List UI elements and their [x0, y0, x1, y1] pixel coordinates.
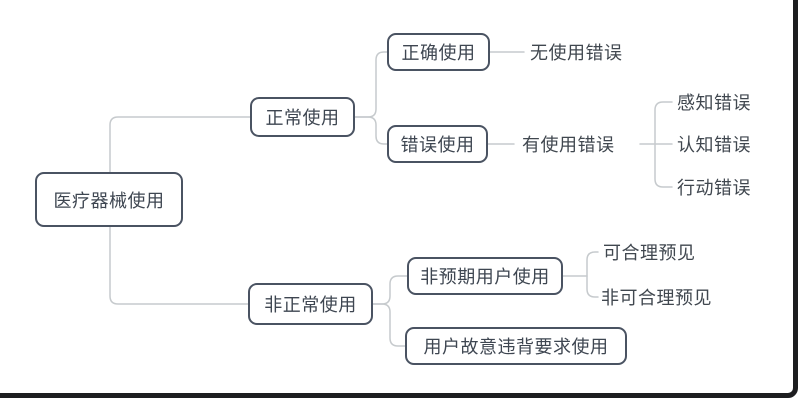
node-not-reasonably-foreseeable[interactable]: 非可合理预见	[601, 288, 712, 308]
node-reasonably-foreseeable[interactable]: 可合理预见	[603, 243, 696, 263]
node-intentional-violation-use[interactable]: 用户故意违背要求使用	[405, 327, 627, 365]
node-cognition-error[interactable]: 认知错误	[677, 135, 751, 155]
edge-bracket-errors	[654, 101, 673, 188]
node-unintended-user-use[interactable]: 非预期用户使用	[407, 257, 563, 295]
edge-abnormal-violation	[372, 303, 406, 347]
node-wrong-use[interactable]: 错误使用	[387, 125, 488, 163]
node-perception-error[interactable]: 感知错误	[677, 93, 751, 113]
node-correct-use[interactable]: 正确使用	[387, 33, 490, 71]
edge-root-abnormal	[109, 226, 249, 305]
edge-normal-wrong	[354, 116, 388, 145]
node-normal-use[interactable]: 正常使用	[250, 97, 355, 137]
edge-abnormal-unintended	[372, 275, 408, 305]
edge-bracket-foreseeable	[586, 251, 599, 298]
node-no-use-error[interactable]: 无使用错误	[530, 43, 623, 63]
node-has-use-error[interactable]: 有使用错误	[522, 135, 615, 155]
edge-root-normal	[109, 116, 251, 173]
node-action-error[interactable]: 行动错误	[677, 178, 751, 198]
node-root[interactable]: 医疗器械使用	[35, 172, 183, 227]
node-abnormal-use[interactable]: 非正常使用	[248, 283, 373, 325]
edge-normal-correct	[354, 51, 388, 118]
